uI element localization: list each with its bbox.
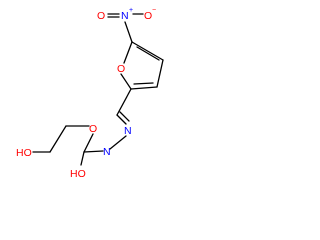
bond-ring-c3-c2 bbox=[130, 86, 158, 90]
bond-c-o-ester bbox=[83, 133, 94, 153]
atom-nitro-o-right: O bbox=[144, 10, 152, 22]
bond-n-n bbox=[109, 135, 127, 150]
bond-ring-c3-c2-double bbox=[133, 82, 154, 85]
bond-ring-o-c5 bbox=[123, 41, 133, 64]
atom-furan-o: O bbox=[117, 63, 125, 75]
bond-group bbox=[32, 13, 164, 166]
bond-ch-n-double-2 bbox=[119, 111, 130, 122]
bond-ring-to-ch bbox=[116, 88, 132, 116]
bond-ring-c2-o bbox=[120, 73, 132, 90]
atom-hydroxyl: HO bbox=[16, 147, 32, 159]
atom-hydrazone-n-lower: N bbox=[103, 146, 111, 158]
bond-n-carbonyl-c bbox=[83, 150, 104, 153]
bond-ring-c4-c3 bbox=[156, 59, 164, 88]
bond-ring-c5-c4-double bbox=[136, 46, 160, 61]
atom-carbamate-oh: HO bbox=[70, 168, 86, 180]
atom-hydrazone-n-upper: N bbox=[124, 125, 132, 137]
bond-ch-n-double bbox=[116, 114, 127, 125]
chemical-structure-diagram: O N + O − O N N O HO HO bbox=[16, 7, 164, 180]
atom-nitro-n: N bbox=[121, 10, 129, 22]
atom-label-group: O N + O − O N N O HO HO bbox=[16, 7, 156, 180]
atom-nitro-o-right-charge: − bbox=[152, 7, 156, 14]
bond-nitro-to-ring bbox=[124, 21, 133, 43]
atom-ester-o: O bbox=[89, 123, 97, 135]
atom-nitro-o-left: O bbox=[97, 10, 105, 22]
atom-nitro-n-charge: + bbox=[129, 7, 133, 14]
bond-c-oh bbox=[80, 151, 85, 166]
bond-ring-c5-c4 bbox=[131, 41, 164, 61]
bond-ch2-ch2 bbox=[49, 125, 67, 153]
